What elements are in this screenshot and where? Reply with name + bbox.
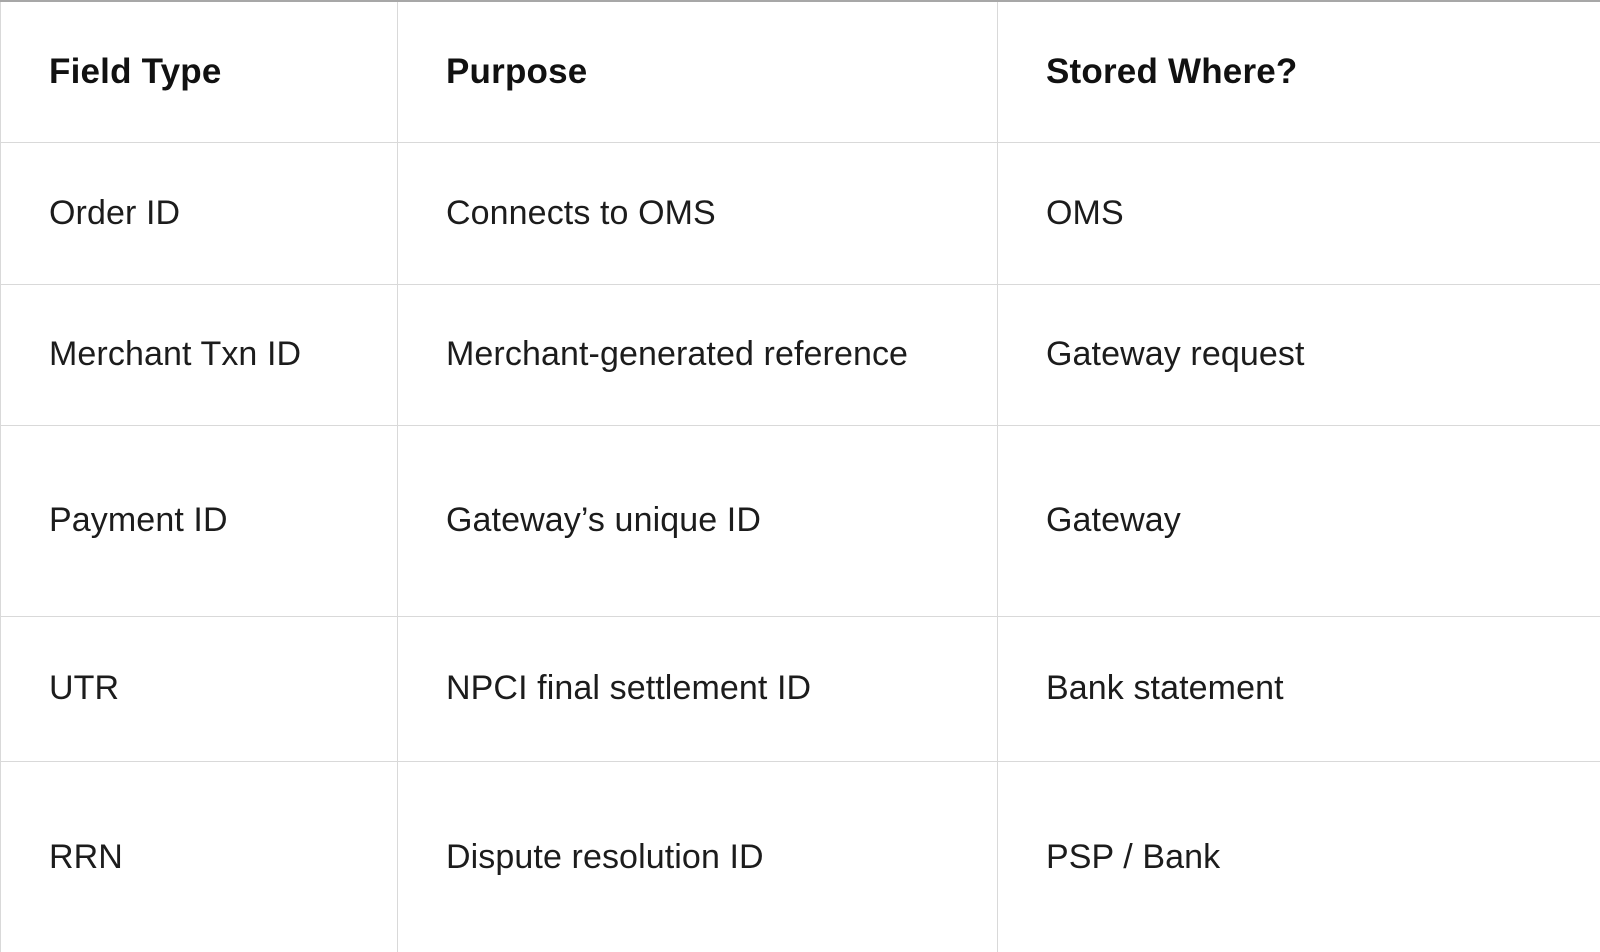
cell-purpose: Dispute resolution ID xyxy=(397,760,998,952)
table-row: RRN Dispute resolution ID PSP / Bank xyxy=(0,760,1600,952)
table-row: Payment ID Gateway’s unique ID Gateway xyxy=(0,424,1600,617)
table-row: Order ID Connects to OMS OMS xyxy=(0,141,1600,285)
cell-purpose: Gateway’s unique ID xyxy=(397,424,998,617)
cell-field-type: Payment ID xyxy=(0,424,398,617)
column-header-field-type: Field Type xyxy=(0,0,398,143)
cell-purpose: Merchant-generated reference xyxy=(397,283,998,426)
column-header-purpose: Purpose xyxy=(397,0,998,143)
cell-field-type: Order ID xyxy=(0,141,398,285)
table-row: UTR NPCI final settlement ID Bank statem… xyxy=(0,615,1600,762)
cell-purpose: Connects to OMS xyxy=(397,141,998,285)
table-row: Merchant Txn ID Merchant-generated refer… xyxy=(0,283,1600,426)
cell-stored-where: Gateway request xyxy=(997,283,1600,426)
cell-field-type: RRN xyxy=(0,760,398,952)
cell-field-type: Merchant Txn ID xyxy=(0,283,398,426)
table-header-row: Field Type Purpose Stored Where? xyxy=(0,0,1600,143)
cell-purpose: NPCI final settlement ID xyxy=(397,615,998,762)
cell-stored-where: OMS xyxy=(997,141,1600,285)
column-header-stored-where: Stored Where? xyxy=(997,0,1600,143)
cell-stored-where: Bank statement xyxy=(997,615,1600,762)
cell-stored-where: Gateway xyxy=(997,424,1600,617)
cell-stored-where: PSP / Bank xyxy=(997,760,1600,952)
cell-field-type: UTR xyxy=(0,615,398,762)
